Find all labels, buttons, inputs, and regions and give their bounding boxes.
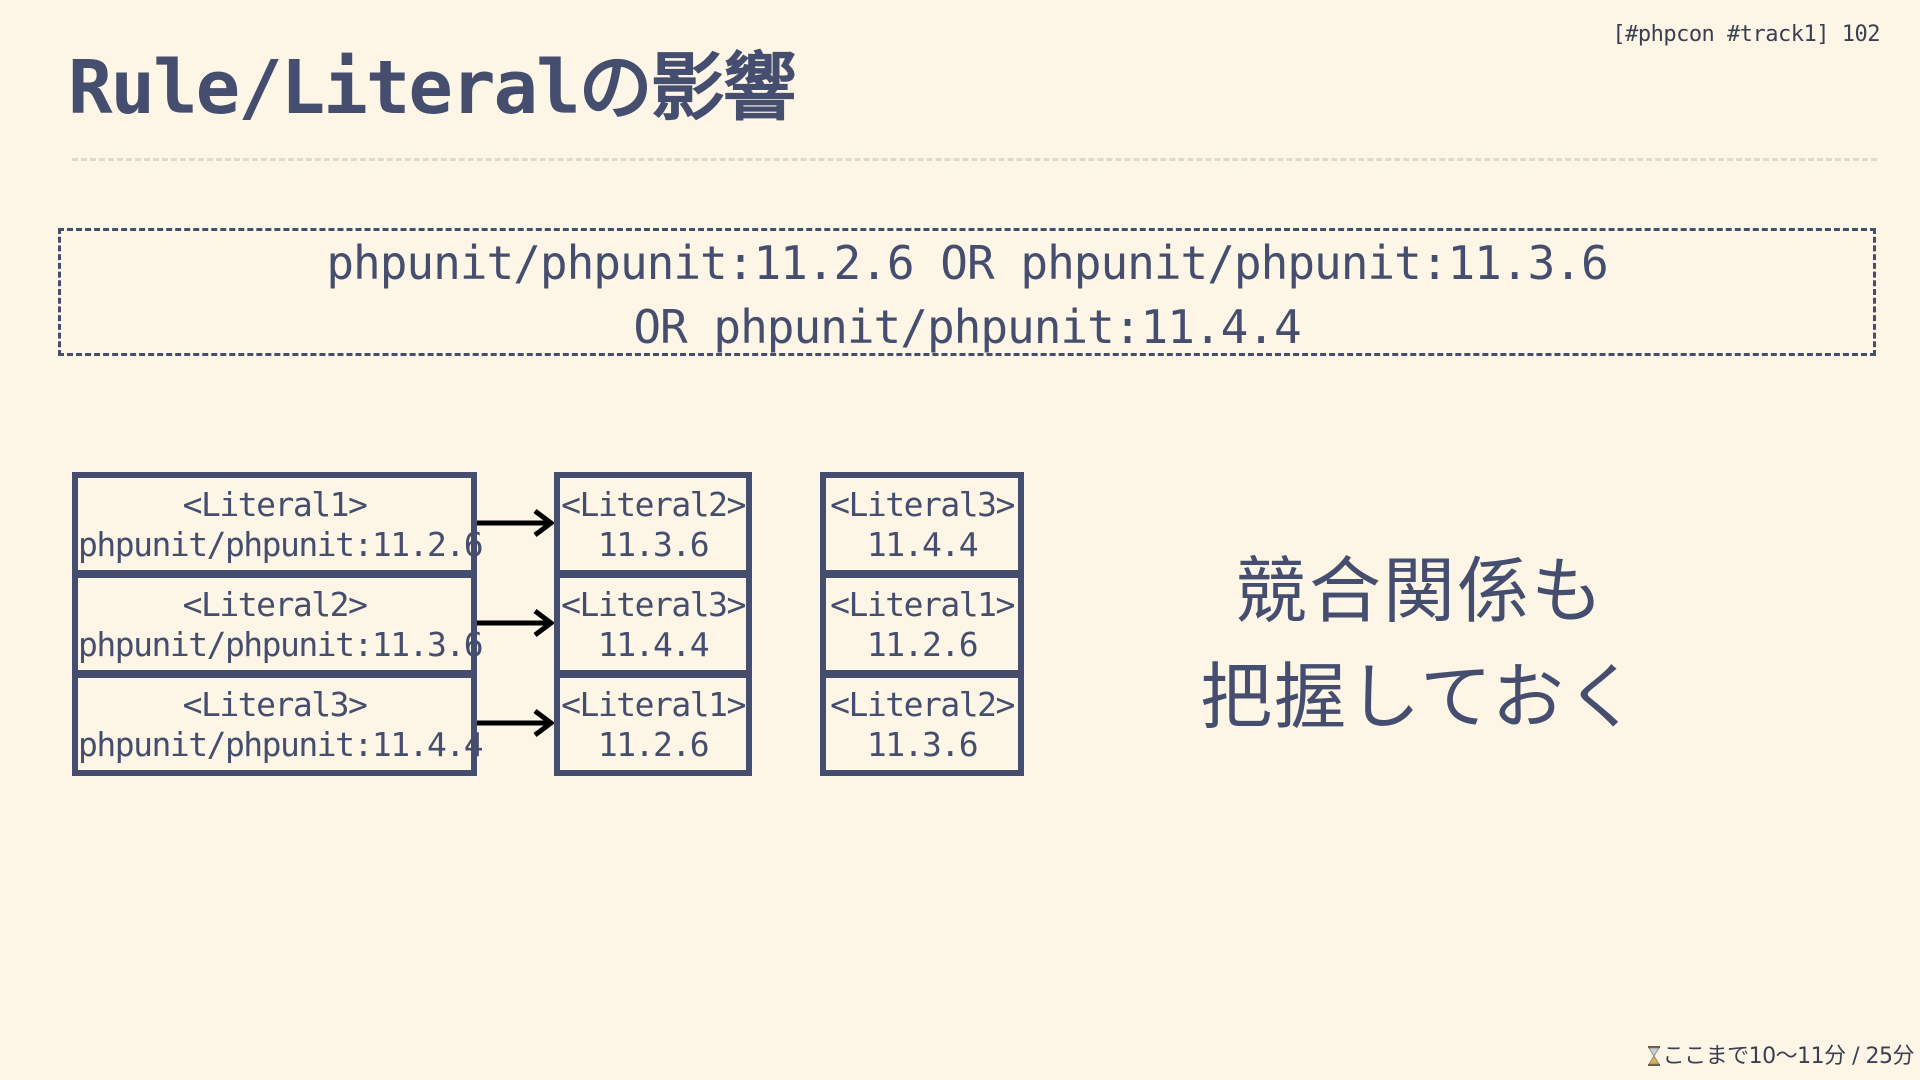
literal-value: phpunit/phpunit:11.4.4 — [78, 725, 484, 764]
literal-label: <Literal1> — [182, 485, 368, 524]
literal-value: 11.4.4 — [597, 625, 710, 664]
arrow-right-icon — [477, 509, 556, 537]
literal-value: 11.4.4 — [866, 525, 979, 564]
time-progress-text: ここまで10〜11分 / 25分 — [1662, 1044, 1915, 1069]
literal-row: <Literal1> phpunit/phpunit:11.2.6 <Liter… — [72, 472, 1024, 576]
conflict-literal-box: <Literal3> 11.4.4 — [554, 572, 752, 676]
literal-row: <Literal2> phpunit/phpunit:11.3.6 <Liter… — [72, 572, 1024, 676]
key-message-line-1: 競合関係も — [1234, 549, 1605, 633]
literal-label: <Literal1> — [561, 685, 746, 724]
query-line-1: phpunit/phpunit:11.2.6 OR phpunit/phpuni… — [326, 236, 1608, 290]
literal-label: <Literal1> — [830, 585, 1015, 624]
literal-label: <Literal2> — [830, 685, 1015, 724]
slide-meta: [#phpcon #track1] 102 — [1612, 22, 1880, 47]
hourglass-icon — [1647, 1046, 1660, 1066]
conflict-literal-box: <Literal2> 11.3.6 — [554, 472, 752, 576]
literal-value: 11.2.6 — [597, 725, 710, 764]
literal-label: <Literal3> — [830, 485, 1015, 524]
literal-label: <Literal3> — [561, 585, 746, 624]
literal-source-box: <Literal1> phpunit/phpunit:11.2.6 — [72, 472, 484, 576]
arrow-right-icon — [477, 709, 556, 737]
literal-label: <Literal2> — [561, 485, 746, 524]
key-message: 競合関係も 把握しておく — [1180, 538, 1660, 750]
literal-value: phpunit/phpunit:11.3.6 — [78, 625, 484, 664]
literal-value: 11.3.6 — [597, 525, 710, 564]
conflict-literal-box: <Literal1> 11.2.6 — [554, 672, 752, 776]
slide-title: Rule/Literalの影響 — [68, 45, 797, 131]
query-box: phpunit/phpunit:11.2.6 OR phpunit/phpuni… — [58, 228, 1876, 356]
conflict-literal-box: <Literal2> 11.3.6 — [820, 672, 1024, 776]
conflict-literal-box: <Literal1> 11.2.6 — [820, 572, 1024, 676]
title-divider — [72, 158, 1877, 161]
arrow-right-icon — [477, 609, 556, 637]
key-message-line-2: 把握しておく — [1200, 655, 1640, 739]
literal-value: 11.2.6 — [866, 625, 979, 664]
time-progress: ここまで10〜11分 / 25分 — [1647, 1038, 1915, 1070]
literal-source-box: <Literal3> phpunit/phpunit:11.4.4 — [72, 672, 484, 776]
literal-label: <Literal3> — [182, 685, 368, 724]
literal-source-box: <Literal2> phpunit/phpunit:11.3.6 — [72, 572, 484, 676]
literal-value: 11.3.6 — [866, 725, 979, 764]
conflict-literal-box: <Literal3> 11.4.4 — [820, 472, 1024, 576]
literal-row: <Literal3> phpunit/phpunit:11.4.4 <Liter… — [72, 672, 1024, 776]
literal-value: phpunit/phpunit:11.2.6 — [78, 525, 484, 564]
query-line-2: OR phpunit/phpunit:11.4.4 — [633, 300, 1301, 354]
literal-label: <Literal2> — [182, 585, 368, 624]
